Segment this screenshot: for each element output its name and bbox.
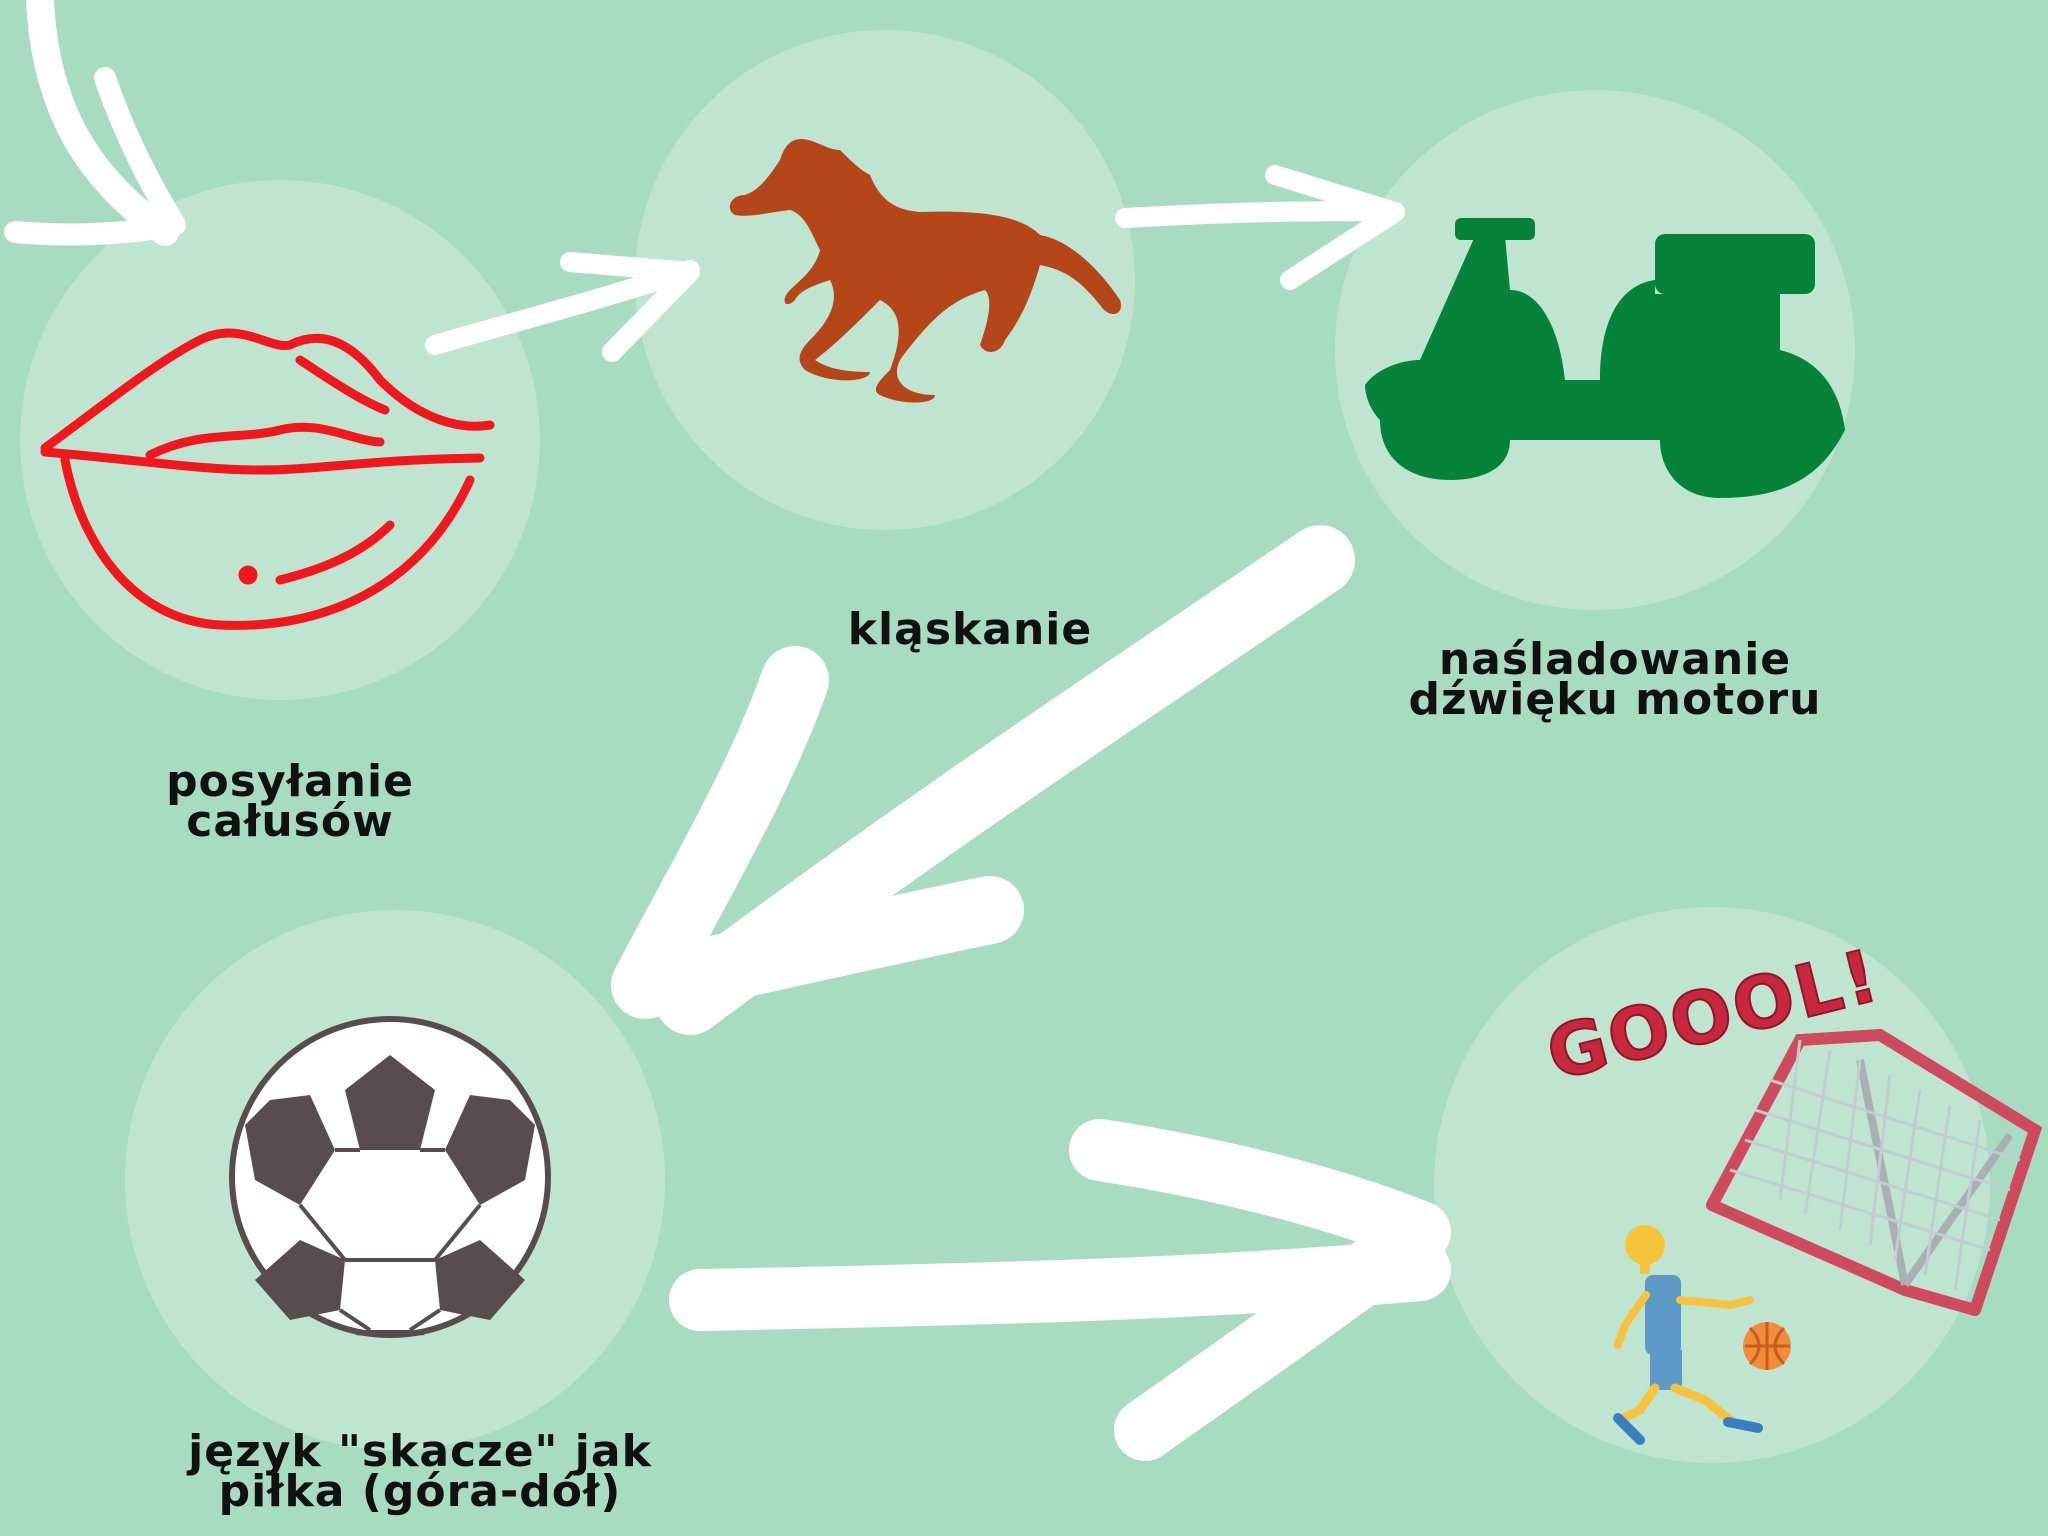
goal-icon: [1613, 1028, 2043, 1445]
label-clap-line-1: kląskanie: [847, 604, 1093, 655]
label-kisses-line-2: całusów: [186, 796, 394, 847]
arrow-start-icon: [26, 0, 179, 246]
basketball-icon: [1743, 1322, 1791, 1370]
label-clap: kląskanie: [790, 604, 1150, 655]
label-motor: naśladowanie dźwięku motoru: [1355, 634, 1875, 725]
flow-arrows: [4, 0, 1451, 1461]
label-kisses: posyłanie całusów: [110, 756, 470, 847]
lips-icon: [40, 328, 495, 630]
label-tongue-line-1: język "skacze" jak: [188, 1426, 652, 1477]
label-kisses-line-1: posyłanie: [166, 756, 414, 807]
soccer-ball-icon: [229, 1016, 551, 1338]
arrow-kisses-to-horse-icon: [425, 260, 700, 355]
arrow-horse-to-scooter-icon: [1115, 201, 1405, 228]
label-motor-line-2: dźwięku motoru: [1408, 674, 1822, 725]
label-tongue: język "skacze" jak piłka (góra-dół): [120, 1426, 720, 1517]
scooter-icon: [1365, 218, 1845, 498]
arrow-horse-to-scooter-head: [1265, 165, 1405, 290]
label-tongue-line-2: piłka (góra-dół): [218, 1466, 622, 1517]
arrow-start-head: [4, 67, 186, 246]
arrow-scooter-to-ball-head: [611, 646, 1024, 1019]
arrow-ball-to-goal-head: [1069, 1119, 1451, 1461]
circle-goal: [1434, 907, 1990, 1463]
horse-icon: [729, 138, 1121, 403]
arrow-kisses-to-horse-head: [560, 252, 700, 362]
player-icon: [1613, 1225, 1763, 1445]
label-motor-line-1: naśladowanie: [1438, 634, 1792, 685]
circle-kisses: [20, 180, 540, 700]
